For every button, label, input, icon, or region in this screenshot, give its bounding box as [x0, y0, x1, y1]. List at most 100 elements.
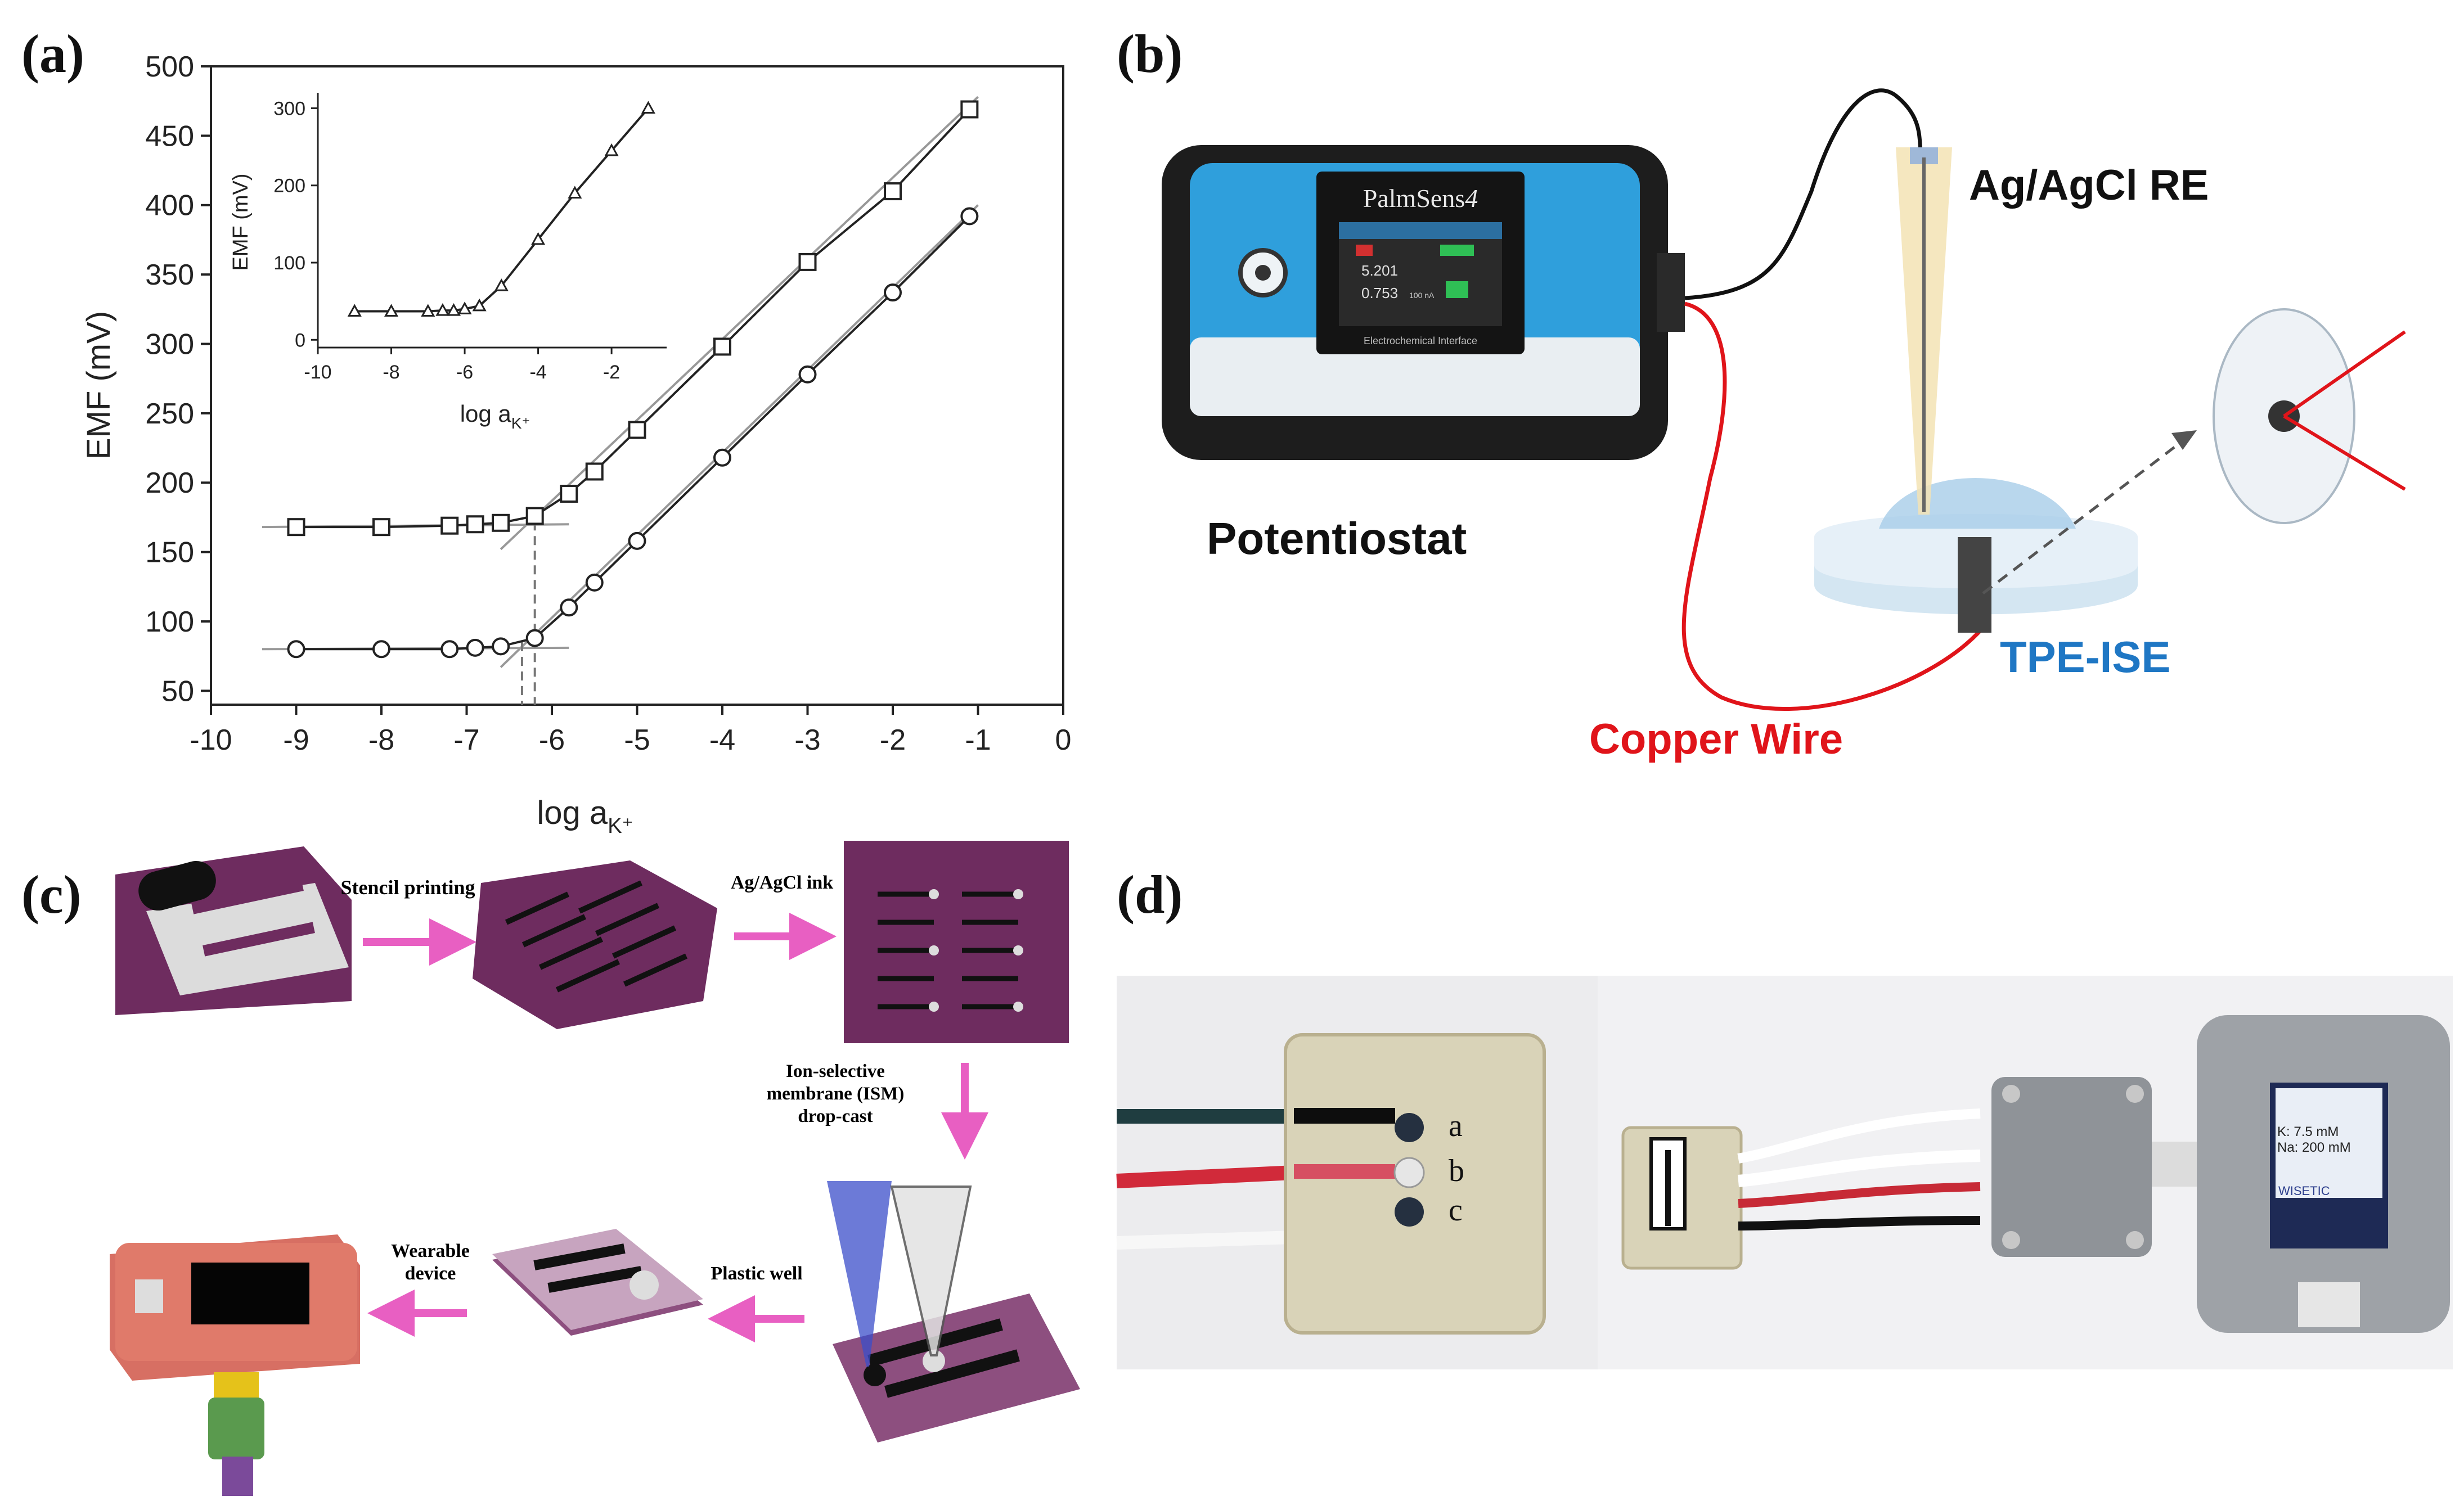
inset-y-tick-label-100: 100	[273, 253, 305, 274]
x-tick-label--4: -4	[709, 724, 735, 756]
y-tick-label-150: 150	[145, 537, 194, 569]
electrode-label-c: c	[1449, 1193, 1463, 1228]
inset-x-tick-label--10: -10	[304, 362, 331, 383]
electrode-b	[1393, 1157, 1425, 1188]
point-square-1	[372, 518, 390, 537]
step-stencil-label-1: Stencil printing	[340, 876, 475, 899]
screen-footer: Electrochemical Interface	[1364, 335, 1477, 346]
y-tick-label-250: 250	[145, 398, 194, 430]
point-square-4	[492, 513, 510, 532]
fit-line-1	[500, 96, 979, 551]
step-ism-label-2: membrane (ISM)	[767, 1084, 905, 1104]
inset-point-11	[641, 101, 655, 114]
main-chart-xlabel: log aK⁺	[537, 795, 633, 838]
point-square-7	[585, 462, 604, 481]
step-dropcast	[827, 1181, 1080, 1443]
wearable-screen	[191, 1263, 309, 1324]
inset-point-1	[384, 304, 399, 317]
step-stencil	[115, 846, 352, 1015]
cable-red	[1116, 1165, 1294, 1188]
y-tick-label-300: 300	[145, 328, 194, 360]
point-square-8	[628, 421, 646, 439]
electrode-label-a: a	[1449, 1108, 1463, 1143]
copper-wire-label: Copper Wire	[1589, 715, 1843, 763]
inset-chart-xlabel: log aK⁺	[460, 400, 530, 432]
screen-value-2: 0.753	[1361, 285, 1398, 301]
x-tick-label--7: -7	[453, 724, 479, 756]
screen-unit: 100 nA	[1409, 291, 1435, 300]
panel-label-a: (a)	[21, 24, 84, 84]
main-chart-xlabel-sub: K⁺	[608, 814, 633, 838]
inset-point-3	[435, 303, 450, 316]
point-square-3	[466, 515, 484, 534]
small-patch	[1621, 1126, 1743, 1270]
point-square-12	[960, 100, 979, 119]
point-circle-3	[466, 638, 484, 657]
inset-x-tick-label--2: -2	[603, 362, 620, 383]
point-square-5	[525, 507, 544, 525]
y-tick-label-50: 50	[161, 675, 194, 707]
inset-point-10	[604, 143, 619, 156]
inset-chart-xlabel-sub: K⁺	[511, 414, 530, 432]
x-tick-label--2: -2	[880, 724, 906, 756]
point-circle-12	[960, 207, 979, 226]
y-tick-label-500: 500	[145, 51, 194, 83]
step-wearable-label-1: Wearable	[391, 1241, 470, 1261]
step-ink	[844, 841, 1069, 1043]
point-circle-6	[560, 598, 578, 617]
inset-point-0	[347, 304, 362, 317]
point-square-11	[884, 182, 902, 201]
inset-chart-ylabel: EMF (mV)	[229, 173, 253, 271]
y-tick-label-450: 450	[145, 120, 194, 152]
step-ism-label-3: drop-cast	[798, 1106, 873, 1126]
point-square-9	[713, 337, 731, 356]
point-square-6	[560, 484, 578, 503]
inset-point-6	[472, 298, 487, 312]
inset-y-tick-label-200: 200	[273, 175, 305, 197]
y-tick-label-100: 100	[145, 606, 194, 638]
point-circle-11	[884, 283, 902, 302]
point-circle-0	[287, 640, 305, 659]
main-chart-xlabel-main: log a	[537, 795, 608, 831]
panel-label-d: (d)	[1117, 864, 1183, 925]
inset-point-8	[531, 232, 546, 245]
device-brand: PalmSens4	[1363, 184, 1478, 213]
step-ink-label: Ag/AgCl ink	[731, 872, 833, 893]
reference-cable	[1684, 88, 1923, 300]
inset-point-2	[421, 304, 435, 317]
inset-y-tick-label-0: 0	[295, 330, 305, 351]
inset-point-9	[568, 186, 582, 199]
inset-chart-xlabel-main: log a	[460, 400, 512, 427]
step-wearable-label-2: device	[405, 1263, 456, 1284]
screen-value-1: 5.201	[1361, 262, 1398, 279]
reference-electrode	[1896, 147, 1952, 515]
step-well	[492, 1229, 703, 1336]
setup-illustration: PalmSens4 5.201 0.753 100 nA Electrochem…	[1162, 88, 2406, 763]
x-tick-label--5: -5	[624, 724, 650, 756]
x-tick-label--3: -3	[794, 724, 820, 756]
potentiostat-label: Potentiostat	[1207, 513, 1467, 564]
pipette-blue	[827, 1181, 892, 1367]
point-circle-10	[798, 365, 817, 384]
inset-point-5	[457, 301, 472, 314]
reader-brand: WISETIC	[2278, 1184, 2330, 1198]
y-tick-label-200: 200	[145, 467, 194, 499]
ise-electrode	[1958, 537, 1991, 633]
inset-point-4	[446, 303, 461, 316]
pipette-clear	[890, 1186, 972, 1356]
x-tick-label--6: -6	[539, 724, 565, 756]
reader-line-2: Na: 200 mM	[2277, 1140, 2351, 1155]
x-tick-label--1: -1	[965, 724, 991, 756]
point-square-2	[440, 516, 459, 535]
point-circle-1	[372, 640, 390, 659]
x-tick-label-0: 0	[1055, 724, 1072, 756]
point-circle-4	[492, 637, 510, 656]
step-wearable	[110, 1234, 360, 1496]
sensor-patch	[1284, 1033, 1546, 1335]
point-square-0	[287, 518, 305, 537]
point-circle-8	[628, 531, 646, 550]
electrode-label-b: b	[1449, 1153, 1464, 1188]
